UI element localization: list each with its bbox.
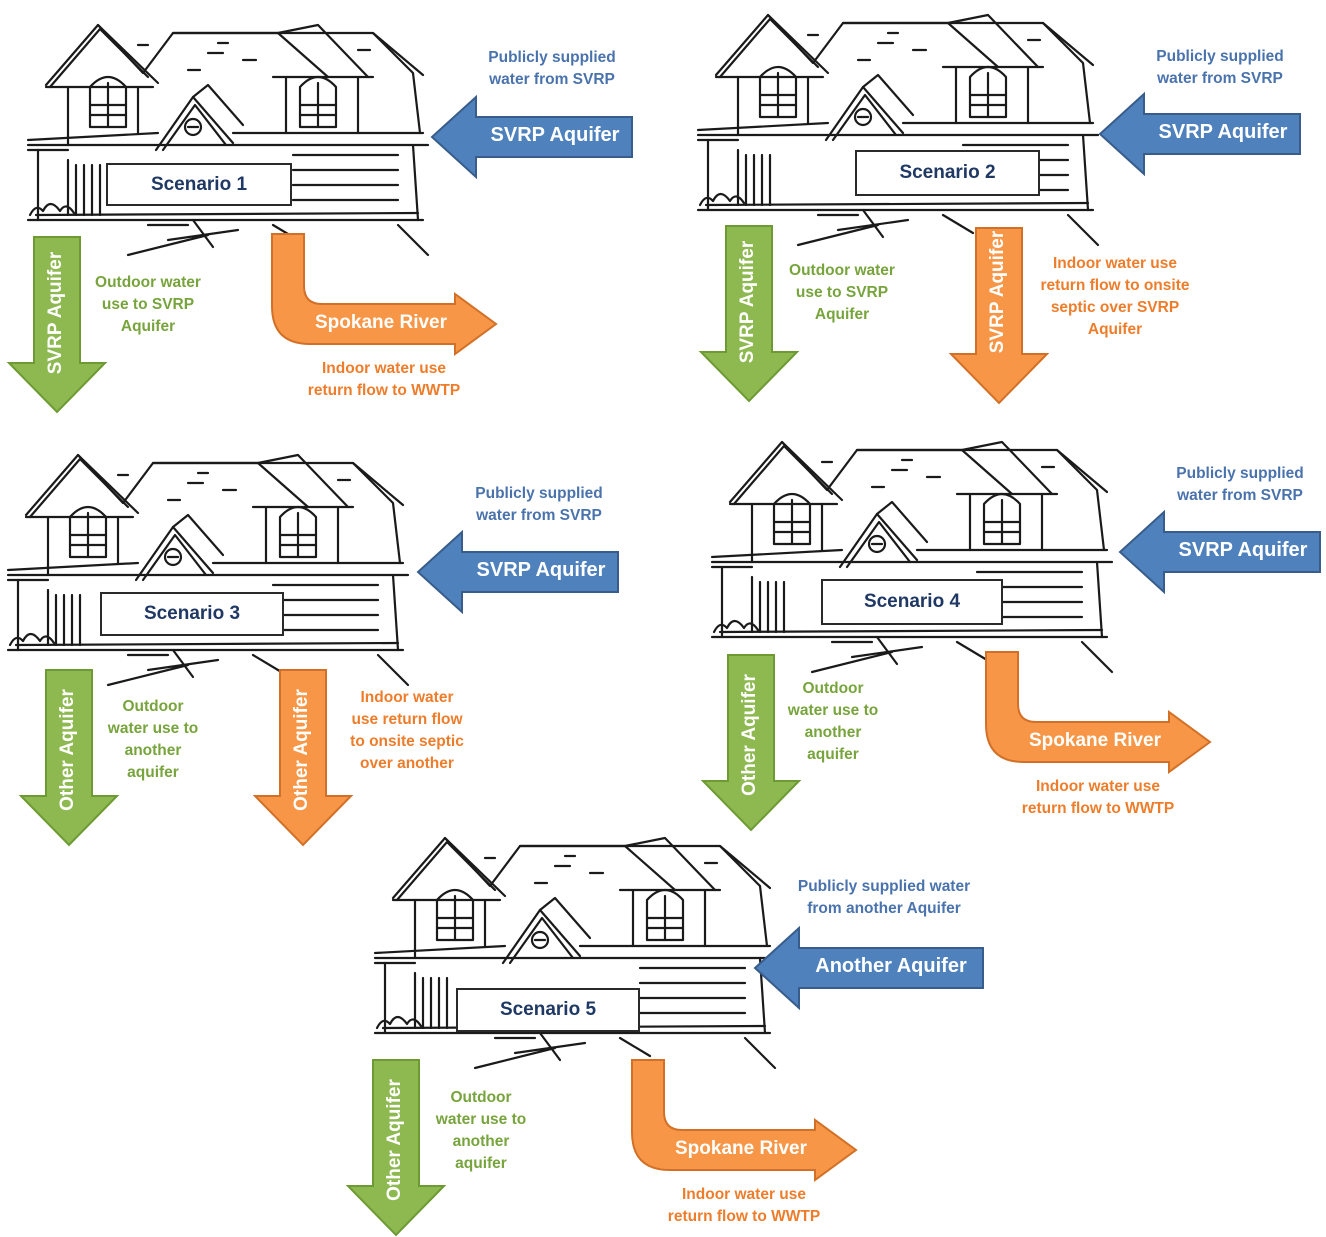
scenario-3-supply-arrow-shape [416,529,619,615]
scenario-2-outdoor-arrow-label: SVRP Aquifer [737,240,758,364]
scenario-4-outdoor-arrow: Other Aquifer [700,654,802,832]
scenario-2-indoor-arrow-label: SVRP Aquifer [987,230,1008,354]
scenario-1-indoor-arrow-shape [271,233,498,356]
scenario-4-indoor-arrow-shape [985,651,1212,774]
scenario-3-indoor-arrow: Other Aquifer [252,669,354,847]
house-drawing [373,836,777,1070]
scenario-5-indoor-arrow: Spokane River [630,1058,858,1184]
house-sketch-3 [6,445,410,695]
house-sketch-4 [710,432,1114,682]
scenario-1-outdoor-arrow: SVRP Aquifer [6,236,108,414]
scenario-5-indoor-arrow-shape [631,1059,858,1182]
house-drawing [696,13,1100,247]
scenario-5-supply-arrow-label: Another Aquifer [815,955,967,977]
scenario-3-outdoor-arrow-label: Other Aquifer [57,689,78,811]
scenario-3-indoor-arrow-label: Other Aquifer [291,689,312,811]
scenario-1-supply-arrow-label: SVRP Aquifer [490,124,620,146]
house-drawing [26,23,430,257]
scenario-4-outdoor-arrow-shape [700,654,802,832]
scenario-1-indoor-arrow-label: Spokane River [315,312,447,333]
scenario-5-indoor-arrow-label: Spokane River [675,1138,807,1159]
scenario-5-outdoor-arrow-shape [345,1059,447,1237]
scenario-3-supply-arrow-label: SVRP Aquifer [476,559,606,581]
scenario-5-label: Scenario 5 [456,988,640,1032]
scenario-1-label: Scenario 1 [106,163,292,206]
scenario-5-outdoor-arrow-label: Other Aquifer [384,1079,405,1201]
scenario-3-indoor-arrow-shape [252,669,354,847]
scenario-2-supply-arrow-shape [1098,91,1301,177]
scenario-4-supply-arrow: SVRP Aquifer [1118,509,1322,595]
scenario-4-indoor-arrow: Spokane River [984,650,1212,776]
house-sketch-1 [26,15,430,265]
scenario-2-indoor-arrow-shape [948,227,1050,405]
scenario-2-supply-arrow: SVRP Aquifer [1098,91,1302,177]
scenario-3-label: Scenario 3 [100,592,284,636]
scenario-3-outdoor-arrow-shape [18,669,120,847]
scenario-4-supply-arrow-shape [1118,509,1321,595]
scenario-5-supply-arrow-shape [753,925,984,1011]
scenario-2-supply-arrow-label: SVRP Aquifer [1158,121,1288,143]
scenario-4-supply-arrow-label: SVRP Aquifer [1178,539,1308,561]
scenario-3-supply-arrow: SVRP Aquifer [416,529,620,615]
house-drawing [6,453,410,687]
scenario-4-label: Scenario 4 [821,579,1003,625]
scenario-1-outdoor-arrow-shape [6,236,108,414]
scenario-1-indoor-arrow: Spokane River [270,232,498,358]
house-sketch-5 [373,828,777,1078]
scenario-2-outdoor-arrow-shape [698,225,800,403]
scenario-2-indoor-arrow: SVRP Aquifer [948,227,1050,405]
scenario-4-outdoor-arrow-label: Other Aquifer [739,674,760,796]
scenario-3-outdoor-arrow: Other Aquifer [18,669,120,847]
scenario-2-label: Scenario 2 [855,150,1040,196]
scenario-1-outdoor-arrow-label: SVRP Aquifer [45,251,66,375]
scenario-5-outdoor-arrow: Other Aquifer [345,1059,447,1237]
scenario-2-outdoor-arrow: SVRP Aquifer [698,225,800,403]
scenario-4-indoor-arrow-label: Spokane River [1029,730,1161,751]
house-drawing [710,440,1114,674]
house-sketch-2 [696,5,1100,255]
scenario-1-supply-arrow: SVRP Aquifer [430,94,634,180]
scenario-1-supply-arrow-shape [430,94,633,180]
scenario-5-supply-arrow: Another Aquifer [753,925,985,1011]
